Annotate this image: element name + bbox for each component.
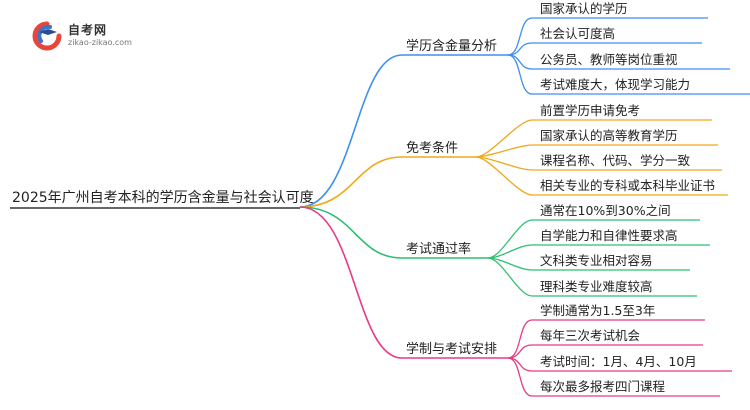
leaf-link-4-2 — [507, 344, 533, 359]
leaf-link-4-3 — [507, 357, 533, 372]
leaf-label-1-1[interactable]: 国家承认的学历 — [540, 1, 628, 16]
leaf-label-2-3[interactable]: 课程名称、代码、学分一致 — [540, 153, 691, 168]
leaf-link-3-4 — [487, 257, 533, 297]
leaf-label-1-2[interactable]: 社会认可度高 — [540, 26, 615, 41]
leaf-label-3-3[interactable]: 文科类专业相对容易 — [540, 253, 653, 268]
leaf-link-1-1 — [507, 17, 533, 56]
leaf-label-4-2[interactable]: 每年三次考试机会 — [540, 328, 641, 343]
branch-label-2[interactable]: 免考条件 — [406, 140, 458, 156]
leaf-link-2-1 — [475, 119, 533, 158]
leaf-link-1-3 — [507, 54, 533, 70]
leaf-label-4-1[interactable]: 学制通常为1.5至3年 — [540, 303, 655, 318]
leaf-label-2-4[interactable]: 相关专业的专科或本科毕业证书 — [540, 178, 715, 193]
leaf-link-2-4 — [475, 156, 533, 196]
leaf-label-3-4[interactable]: 理科类专业难度较高 — [540, 279, 653, 294]
leaf-label-4-4[interactable]: 每次最多报考四门课程 — [540, 379, 666, 394]
branch-link-2 — [299, 156, 403, 208]
leaf-link-1-4 — [507, 54, 533, 95]
leaf-link-2-3 — [475, 156, 533, 171]
branch-link-3 — [299, 206, 403, 259]
leaf-label-4-3[interactable]: 考试时间：1月、4月、10月 — [540, 354, 697, 369]
leaf-label-2-2[interactable]: 国家承认的高等教育学历 — [540, 128, 678, 143]
site-logo[interactable]: 自考网 zikao-zikao.com — [30, 20, 140, 52]
leaf-label-3-1[interactable]: 通常在10%到30%之间 — [540, 203, 671, 218]
branch-label-3[interactable]: 考试通过率 — [406, 241, 471, 257]
leaf-link-3-1 — [487, 219, 533, 259]
leaf-link-4-4 — [507, 357, 533, 397]
logo-title: 自考网 — [68, 23, 108, 37]
branch-link-4 — [299, 206, 403, 359]
leaf-label-3-2[interactable]: 自学能力和自律性要求高 — [540, 228, 678, 243]
leaf-link-1-2 — [507, 42, 533, 56]
leaf-link-3-2 — [487, 244, 533, 259]
leaf-label-2-1[interactable]: 前置学历申请免考 — [540, 103, 640, 118]
leaf-link-2-2 — [475, 144, 533, 158]
leaf-label-1-3[interactable]: 公务员、教师等岗位重视 — [540, 52, 678, 67]
branch-label-1[interactable]: 学历含金量分析 — [406, 38, 497, 54]
leaf-label-1-4[interactable]: 考试难度大，体现学习能力 — [540, 77, 690, 92]
logo-url: zikao-zikao.com — [68, 38, 132, 47]
leaf-link-4-1 — [507, 319, 533, 359]
branch-link-1 — [299, 54, 403, 208]
branch-label-4[interactable]: 学制与考试安排 — [406, 341, 497, 357]
root-node-label: 2025年广州自考本科的学历含金量与社会认可度 — [12, 190, 314, 206]
logo-icon — [32, 21, 62, 51]
